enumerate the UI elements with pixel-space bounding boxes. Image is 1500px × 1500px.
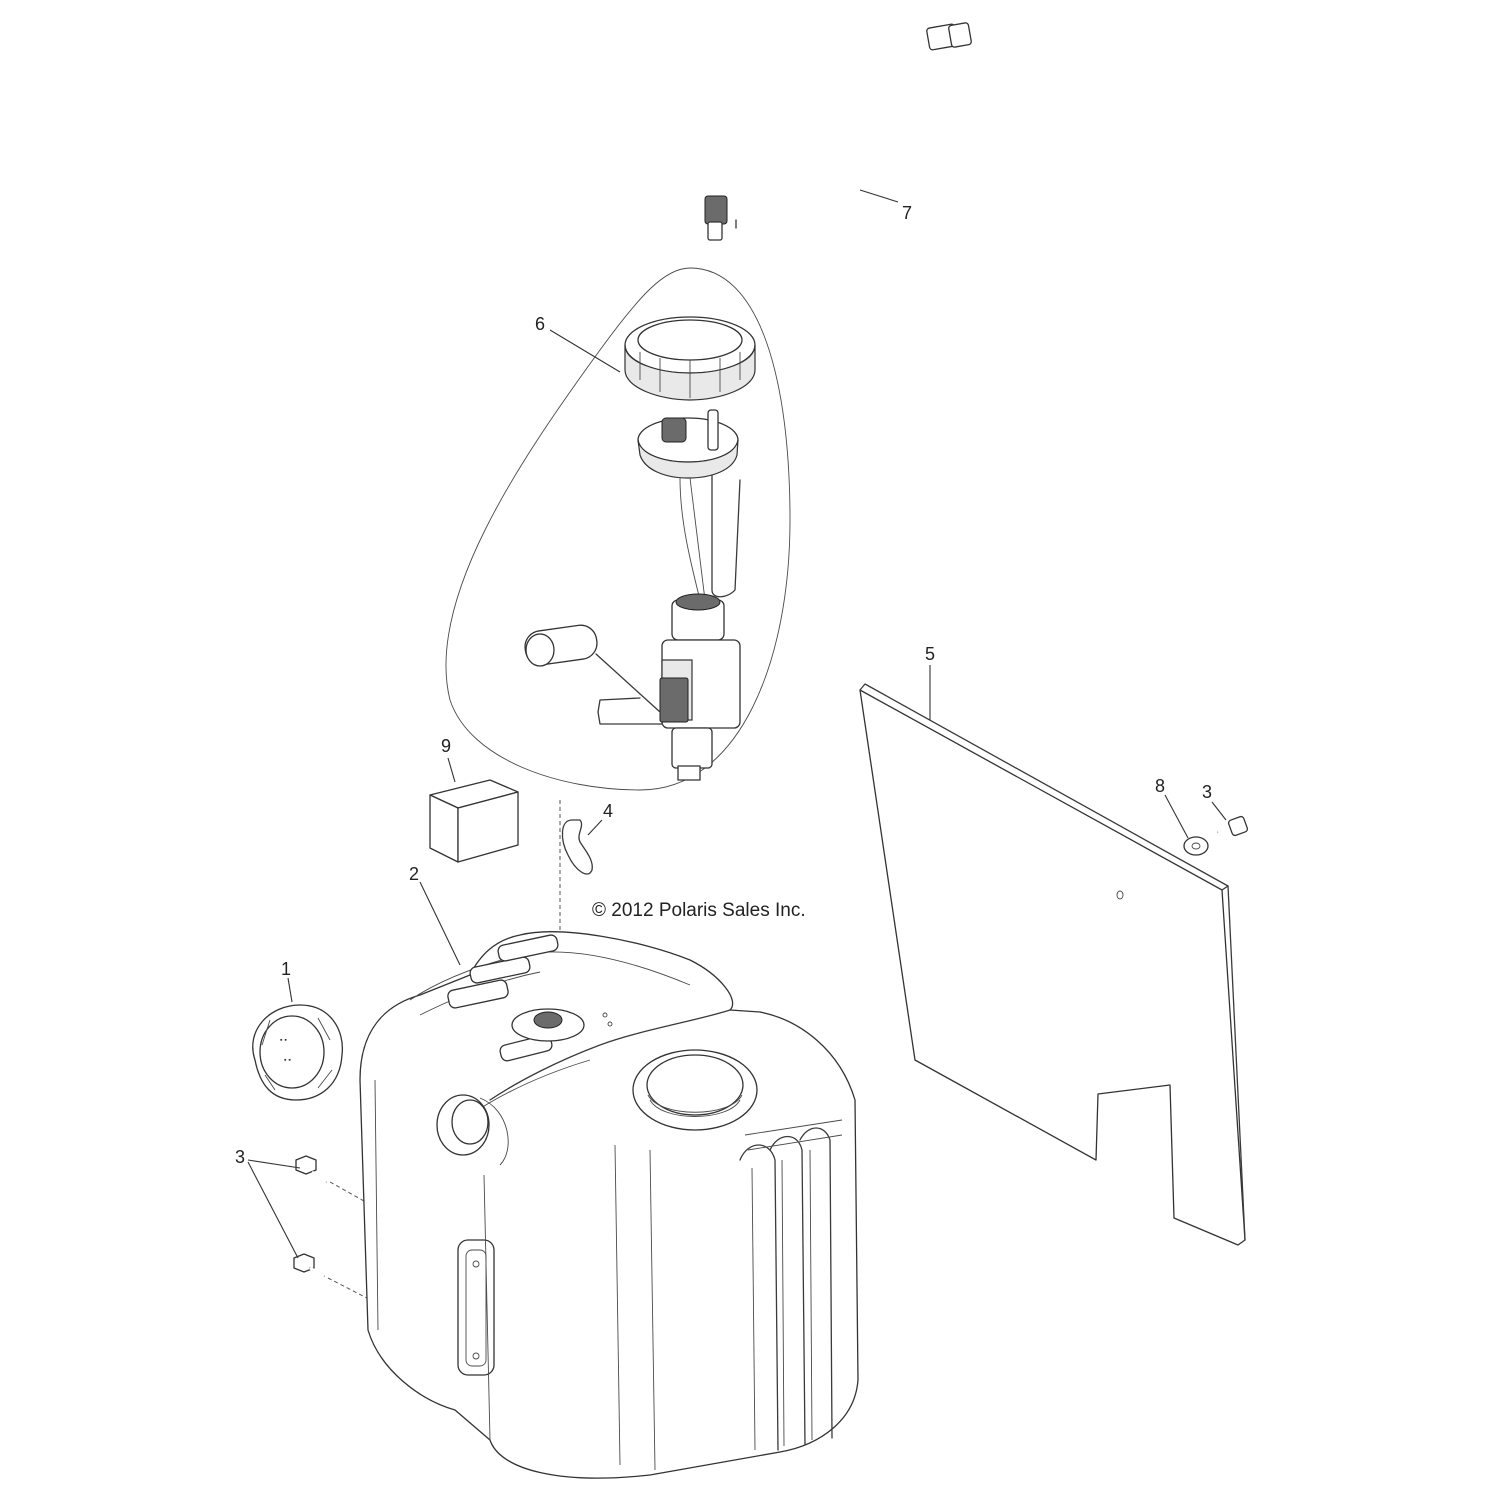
vent-hose-part-7 [704, 22, 972, 241]
panel-part-5 [859, 683, 1246, 1246]
callout-2: 2 [409, 864, 419, 884]
callout-3-left: 3 [235, 1147, 245, 1167]
callout-6: 6 [535, 314, 545, 334]
callout-4: 4 [603, 801, 613, 821]
fuel-tank-part-2 [359, 931, 859, 1479]
callout-1: 1 [281, 959, 291, 979]
callout-7: 7 [902, 203, 912, 223]
bolt-part-3-right [1217, 815, 1249, 837]
callout-9: 9 [441, 736, 451, 756]
callout-labels: 1 2 3 3 4 5 6 7 8 9 [235, 203, 1212, 1167]
leader-lines [247, 189, 1227, 1259]
svg-text:▪ ▪: ▪ ▪ [280, 1037, 287, 1044]
fuel-pump-part-6 [445, 267, 791, 791]
block-part-9 [429, 779, 519, 863]
fuel-cap-part-1: ▪ ▪ ▪ ▪ [252, 1004, 344, 1101]
washer-part-8 [1183, 836, 1209, 856]
copyright-notice: © 2012 Polaris Sales Inc. [592, 900, 806, 921]
callout-5: 5 [925, 644, 935, 664]
callout-3-right: 3 [1202, 782, 1212, 802]
svg-text:▪ ▪: ▪ ▪ [284, 1057, 291, 1064]
callout-8: 8 [1155, 776, 1165, 796]
